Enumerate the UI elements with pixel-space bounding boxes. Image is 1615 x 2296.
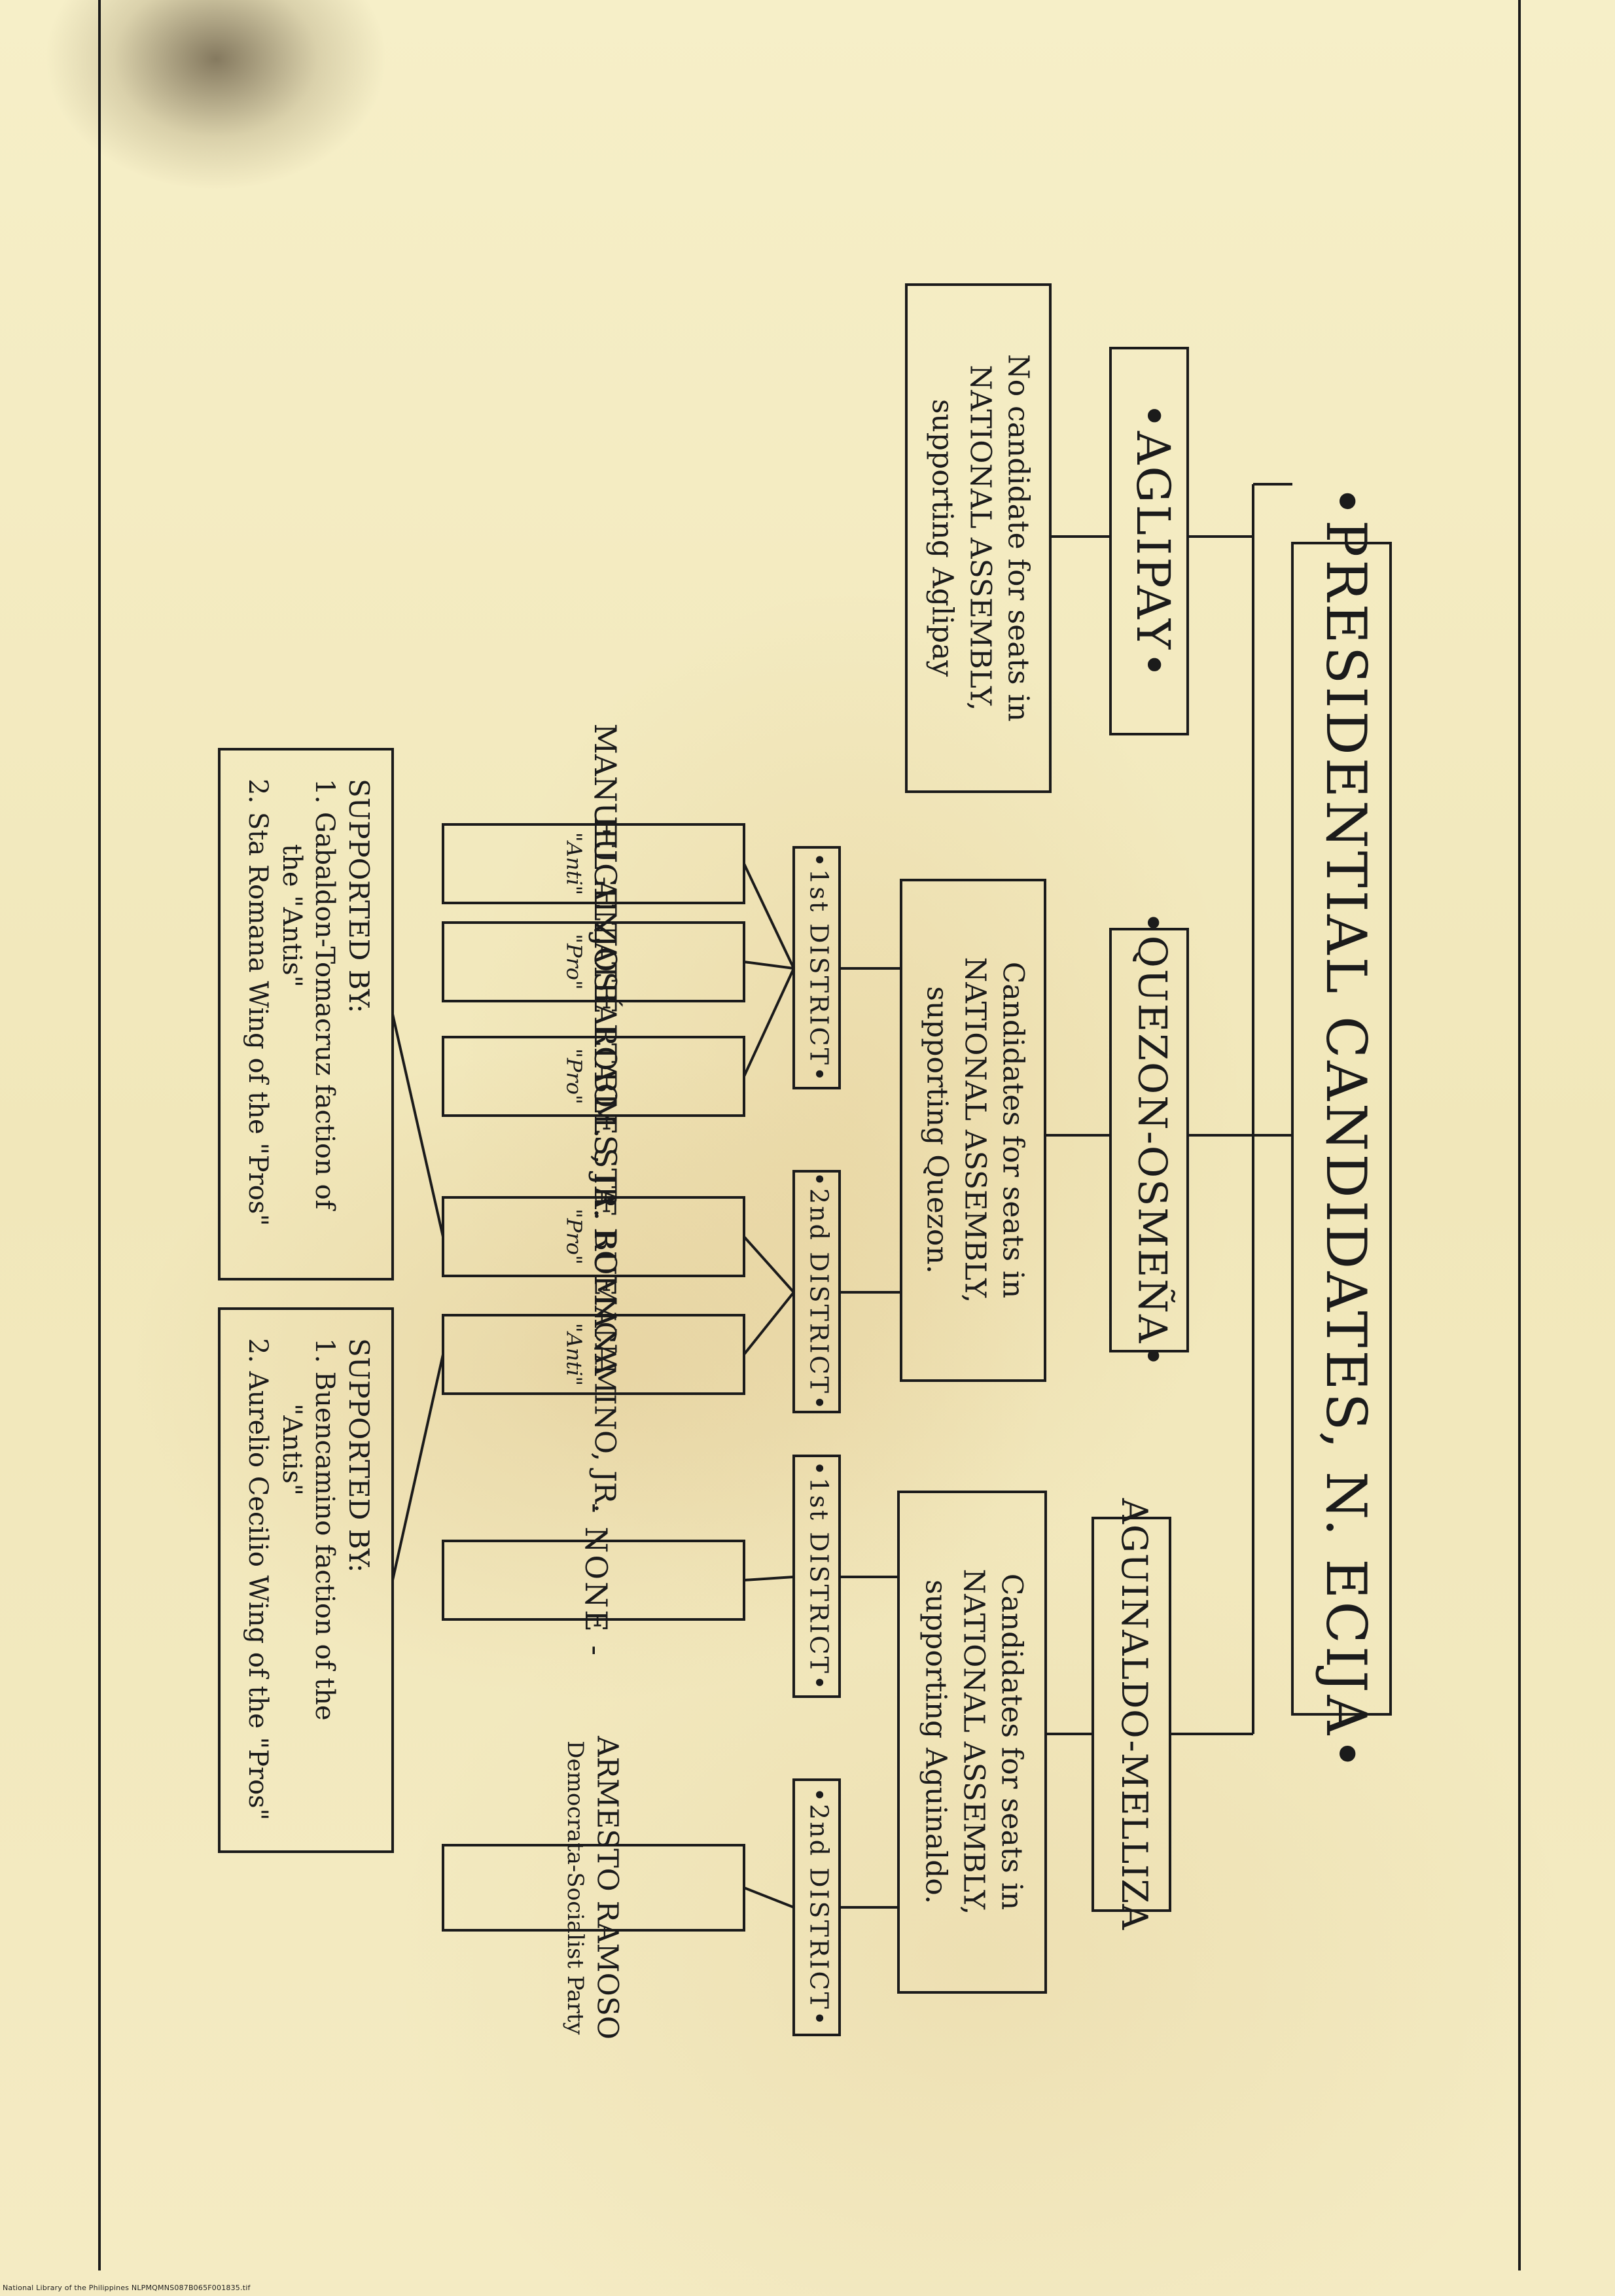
none-label: - NONE - — [578, 1503, 614, 1657]
aglipay-note-line-3: supporting Aglipay — [926, 399, 959, 677]
support2-line-3: 2. Aurelio Cecilio Wing of the "Pros" — [243, 1338, 273, 1820]
alzate-tag: "Anti" — [562, 832, 587, 895]
support2-line-2: "Antis" — [277, 1404, 307, 1496]
title-label: •PRESIDENTIAL CANDIDATES, N. ECIJA• — [1314, 485, 1378, 1773]
support2-line-1: 1. Buencamino faction of the — [310, 1338, 340, 1721]
quezon-district2-label: •2nd DISTRICT• — [805, 1172, 834, 1412]
quezon-note-box — [900, 879, 1046, 1382]
quezon-note-line-3: supporting Quezon. — [921, 986, 954, 1273]
aglipay-note-line-2: NATIONAL ASSEMBLY, — [964, 365, 997, 711]
right-margin-rule — [1518, 0, 1521, 2270]
buencamino-tag: "Anti" — [562, 1323, 587, 1386]
quezon-district1-label: •1st DISTRICT• — [805, 853, 834, 1084]
title-box — [1291, 542, 1392, 1716]
aglipay-box — [1109, 347, 1189, 735]
sta-romana-tag: "Pro" — [562, 1209, 587, 1265]
support2-heading: SUPPORTED BY: — [343, 1338, 375, 1573]
ramoso-name: ARMESTO RAMOSO — [591, 1735, 624, 2040]
svg-text:•PRESIDENTIAL CANDIDATES, N. E: •PRESIDENTIAL CANDIDATES, N. ECIJA• — [1314, 485, 1378, 1773]
support1-line-2: the "Antis" — [277, 844, 307, 987]
aglipay-label: •AGLIPAY• — [1126, 402, 1180, 680]
ramoso-tag: Democrata-Socialist Party — [562, 1740, 588, 2035]
aguinaldo-note-line-2: NATIONAL ASSEMBLY, — [957, 1569, 991, 1915]
aguinaldo-note-line-3: supporting Aguinaldo. — [919, 1580, 953, 1904]
quezon-note-line-2: NATIONAL ASSEMBLY, — [959, 957, 992, 1303]
quezon-label: •QUEZON-OSMEÑA• — [1129, 911, 1175, 1368]
support1-heading: SUPPORTED BY: — [343, 779, 375, 1014]
robles-name: JOSÉ ROBLES, JR. — [588, 932, 624, 1218]
support1-line-3: 2. Sta Romana Wing of the "Pros" — [243, 779, 273, 1226]
left-margin-rule — [98, 0, 101, 2270]
quezon-osmena-box — [1109, 928, 1189, 1352]
aguinaldo-melliza-box — [1091, 1517, 1171, 1912]
support1-line-1: 1. Gabaldon-Tomacruz faction of — [310, 779, 340, 1212]
aguinaldo-note-line-1: Candidates for seats in — [995, 1574, 1029, 1910]
aguinaldo-note-box — [897, 1491, 1047, 1994]
quezon-note-line-1: Candidates for seats in — [997, 962, 1030, 1298]
sta-romana-name: M. STA. ROMANA — [588, 1098, 623, 1376]
robles-tag: "Pro" — [562, 1048, 587, 1104]
buencamino-name: F. BUENCAMINO, JR. — [588, 1196, 622, 1513]
aguinaldo-district1-label: •1st DISTRICT• — [805, 1461, 834, 1692]
baltao-tag: "Pro" — [562, 934, 587, 990]
aguinaldo-district2-label: •2nd DISTRICT• — [805, 1788, 834, 2028]
aglipay-note-line-1: No candidate for seats in — [1002, 354, 1035, 722]
footer-caption: National Library of the Philippines NLPM… — [3, 2284, 251, 2292]
baltao-name: EUGENIO BALTAO — [588, 816, 623, 1108]
alzate-name: MANUEL ALZATE — [588, 724, 623, 1004]
aglipay-note-box — [905, 283, 1052, 793]
aguinaldo-label: AGUINALDO-MELLIZA — [1114, 1498, 1155, 1930]
